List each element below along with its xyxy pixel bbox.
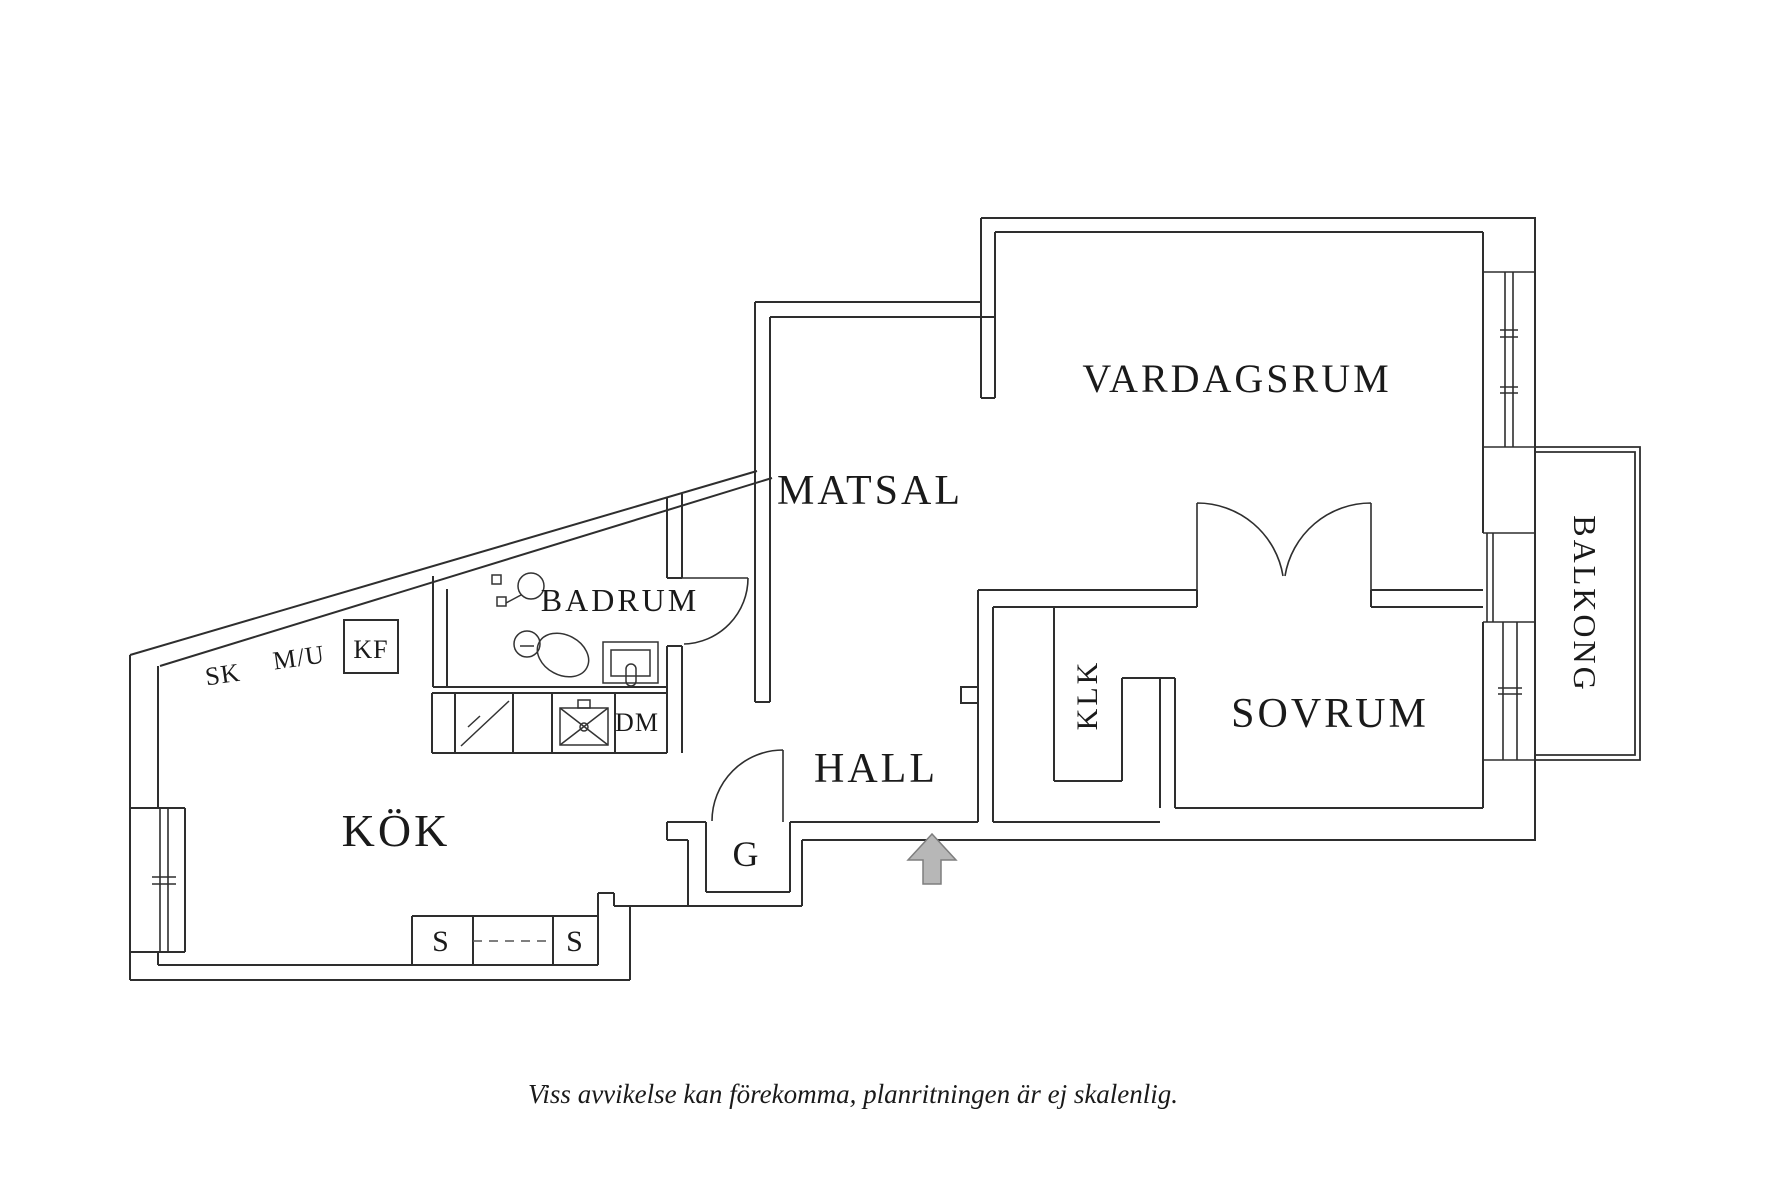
room-label-balkong: BALKONG [1567, 515, 1603, 692]
wall-kitchen-south [130, 892, 688, 981]
label-s-right: S [566, 925, 584, 958]
balcony [1535, 446, 1641, 761]
wall-badrum [432, 576, 667, 688]
cabinet-kf-box [343, 619, 399, 674]
wall-vardagsrum-sovrum [978, 589, 1483, 608]
wall-south-band [666, 807, 1535, 841]
label-g: G [733, 834, 760, 874]
label-s-left: S [432, 925, 450, 958]
windows [152, 271, 1535, 952]
wall-klk-partitions [1053, 607, 1176, 808]
room-label-badrum: BADRUM [541, 582, 699, 618]
stove-symbol [460, 700, 510, 747]
doors [682, 502, 1372, 822]
room-labels: VARDAGSRUM MATSAL SOVRUM KÖK HALL BADRUM… [342, 356, 1603, 856]
room-label-vardagsrum: VARDAGSRUM [1082, 356, 1391, 401]
label-dm: DM [615, 708, 659, 737]
wall-slanted [129, 470, 773, 667]
fixture-labels: SK M/U KF DM S S G [203, 635, 760, 958]
wall-envelope-right [980, 217, 1536, 841]
room-label-sovrum: SOVRUM [1231, 691, 1429, 737]
door-g-closet [711, 749, 784, 822]
bathroom-fixtures [491, 572, 659, 687]
wall-g-closet [687, 822, 803, 907]
label-mu: M/U [271, 640, 327, 676]
wall-matsal [754, 301, 995, 703]
disclaimer-text: Viss avvikelse kan förekomma, planritnin… [528, 1079, 1178, 1109]
window-vardagsrum [1483, 271, 1535, 448]
room-label-matsal: MATSAL [777, 468, 963, 514]
window-kok [152, 808, 176, 952]
kitchen-sink-symbol [559, 699, 609, 746]
kitchen-fixtures [460, 699, 609, 942]
wall-kitchen-badrum [666, 494, 683, 753]
shower-symbol [491, 572, 545, 607]
wall-west [129, 655, 186, 980]
balcony-outline [1535, 446, 1641, 761]
door-badrum [682, 577, 749, 645]
room-label-klk: KLK [1071, 660, 1104, 731]
room-label-kok: KÖK [342, 805, 451, 856]
bathroom-sink-symbol [602, 641, 659, 687]
window-sovrum [1483, 622, 1535, 761]
entrance-arrow [906, 832, 958, 885]
walls [129, 217, 1536, 981]
room-label-hall: HALL [814, 746, 938, 792]
french-doors-sovrum [1196, 502, 1372, 590]
wall-hall-klk [960, 590, 994, 822]
toilet-symbol [513, 630, 590, 678]
kitchen-counter [431, 692, 667, 754]
label-kf: KF [353, 635, 388, 664]
label-sk: SK [203, 658, 242, 692]
balcony-door [1483, 532, 1535, 623]
